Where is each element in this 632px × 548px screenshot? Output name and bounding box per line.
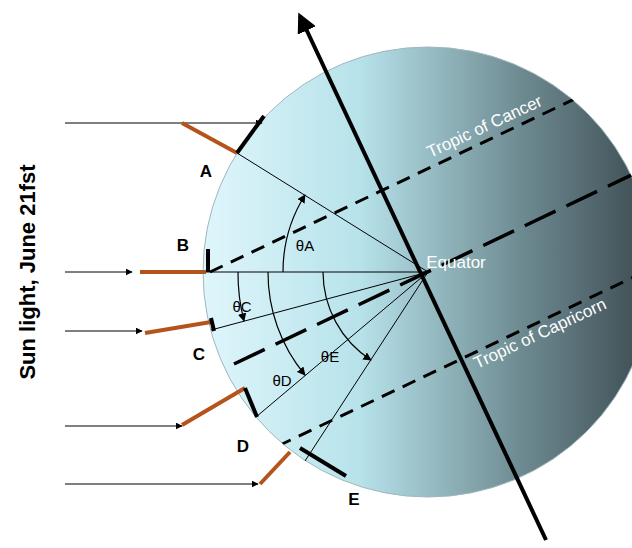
sun-rays (65, 123, 262, 484)
point-letter: D (237, 438, 249, 455)
angle-arcs (238, 195, 371, 375)
shadow-segments (208, 116, 346, 476)
angle-label: θC (232, 299, 251, 314)
earth-globe (203, 47, 632, 497)
latitude-name: Equator (426, 254, 486, 271)
angle-label: θA (296, 238, 314, 253)
point-letter: C (193, 346, 205, 363)
angle-label: θD (272, 373, 291, 388)
point-letter: E (348, 491, 359, 508)
point-letter: B (177, 237, 189, 254)
latitude-lines (210, 68, 632, 446)
sun-caption: Sun light, June 21fst (17, 164, 39, 379)
gnomon-sticks (140, 123, 290, 484)
angle-label: θE (321, 349, 339, 364)
radius-lines (203, 153, 428, 461)
earth-axis (300, 16, 546, 540)
point-letter: A (200, 163, 212, 180)
